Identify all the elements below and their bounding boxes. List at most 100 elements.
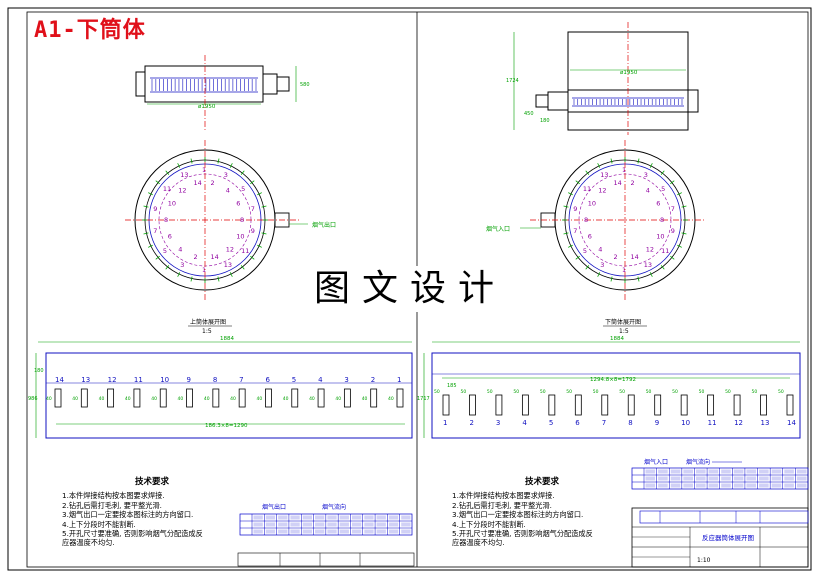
table-cell <box>645 476 656 481</box>
table-cell <box>253 529 263 534</box>
left-unfold-dim-left-small: 180 <box>34 368 44 374</box>
hole-size-label: 50 <box>699 389 705 395</box>
unfold-hole <box>291 388 299 408</box>
table-cell <box>388 522 399 527</box>
left-table-label-1: 烟气出口 <box>262 503 286 511</box>
ring-tick <box>597 163 601 168</box>
table-cell <box>278 529 288 534</box>
right-unfold-dim-top: 1884 <box>610 336 624 342</box>
left-notes-heading: 技术要求 <box>134 477 169 487</box>
ring-tick <box>229 163 233 168</box>
unfold-number: 2 <box>469 419 473 427</box>
hole-size-label: 50 <box>752 389 758 395</box>
hole-size-label: 50 <box>672 389 678 395</box>
table-cell <box>796 469 807 474</box>
ring-tick <box>217 158 220 164</box>
ring-tick <box>597 272 601 277</box>
unfold-number: 3 <box>344 376 348 384</box>
table-cell <box>401 515 411 520</box>
hole-size-label: 40 <box>309 396 315 402</box>
unfold-hole <box>107 388 115 408</box>
unfold-hole <box>654 394 662 416</box>
table-cell <box>265 515 276 520</box>
ring-number: 5 <box>661 185 665 193</box>
unfold-hole <box>396 388 404 408</box>
ring-number: 14 <box>614 179 622 187</box>
unfold-number: 6 <box>575 419 580 427</box>
unfold-number: 12 <box>108 376 117 384</box>
watermark: 图文设计 <box>290 266 530 312</box>
ring-tick <box>610 276 613 282</box>
unfold-hole <box>548 394 556 416</box>
hole-size-label: 50 <box>460 389 466 395</box>
table-cell <box>401 529 411 534</box>
unfold-hole <box>370 388 378 408</box>
ring-number: 1 <box>622 166 626 174</box>
hole-size-label: 40 <box>283 396 289 402</box>
table-cell <box>670 469 681 474</box>
table-cell <box>784 483 794 488</box>
ring-tick <box>660 265 665 270</box>
table-cell <box>364 529 374 534</box>
table-cell <box>290 515 300 520</box>
hole-size-label: 40 <box>230 396 236 402</box>
table-cell <box>683 469 693 474</box>
unfold-number: 3 <box>496 419 500 427</box>
ring-number: 9 <box>573 205 577 213</box>
ring-number: 12 <box>178 186 186 194</box>
table-cell <box>708 483 719 488</box>
right-technical-notes: 技术要求 1.本件焊接结构按本图要求焊接. 2.钻孔后需打毛刺, 要平整光滑. … <box>452 477 632 548</box>
right-note-line: 2.钻孔后需打毛刺, 要平整光滑. <box>452 500 552 510</box>
ring-tick <box>240 265 245 270</box>
left-note-line: 3.烟气出口一定要按本图标注的方向留口. <box>62 510 194 520</box>
ring-tick <box>670 180 675 185</box>
table-cell <box>695 483 706 488</box>
unfold-hole <box>469 394 476 416</box>
left-note-line: 1.本件焊接结构按本图要求焊接. <box>62 491 165 501</box>
hole-size-label: 50 <box>619 389 625 395</box>
ring-tick <box>677 192 682 196</box>
ring-tick <box>155 255 160 260</box>
ring-number: 1 <box>202 266 206 274</box>
unfold-hole <box>707 394 715 416</box>
hole-size-label: 40 <box>178 396 184 402</box>
right-unfold-dim-small: 185 <box>447 383 457 389</box>
ring-number: 3 <box>180 261 184 269</box>
ring-tick <box>257 192 262 196</box>
ring-number: 8 <box>240 216 244 224</box>
ring-tick <box>681 232 687 235</box>
ring-number: 10 <box>168 200 176 208</box>
unfold-number: 4 <box>318 376 323 384</box>
hole-size-label: 50 <box>593 389 599 395</box>
unfold-hole <box>317 388 325 408</box>
ring-number: 1 <box>202 166 206 174</box>
right-note-line: 3.烟气出口一定要按本图标注的方向留口. <box>452 510 584 520</box>
right-circle-scale: 1:5 <box>619 328 629 335</box>
table-cell <box>302 522 313 527</box>
ring-number: 11 <box>583 185 591 193</box>
unfold-number: 7 <box>239 376 243 384</box>
unfold-number: 11 <box>708 419 717 427</box>
right-note-line: 应器温度不均匀. <box>452 538 505 548</box>
ring-tick <box>148 192 153 196</box>
ring-number: 3 <box>644 171 648 179</box>
ring-tick <box>250 180 255 185</box>
ring-number: 6 <box>236 200 240 208</box>
ring-number: 8 <box>584 216 588 224</box>
ring-number: 8 <box>164 216 168 224</box>
left-data-table: 烟气出口 烟气流向 <box>239 503 413 536</box>
hole-size-label: 50 <box>646 389 652 395</box>
ring-number: 8 <box>660 216 664 224</box>
hole-size-label: 40 <box>335 396 341 402</box>
unfold-hole <box>601 394 609 416</box>
table-cell <box>339 529 349 534</box>
ring-number: 2 <box>614 253 618 261</box>
table-cell <box>645 469 656 474</box>
table-cell <box>733 476 744 481</box>
unfold-hole <box>574 394 582 416</box>
unfold-hole <box>680 394 688 416</box>
unfold-number: 1 <box>397 376 401 384</box>
unfold-hole <box>786 394 794 416</box>
ring-tick <box>585 265 590 270</box>
